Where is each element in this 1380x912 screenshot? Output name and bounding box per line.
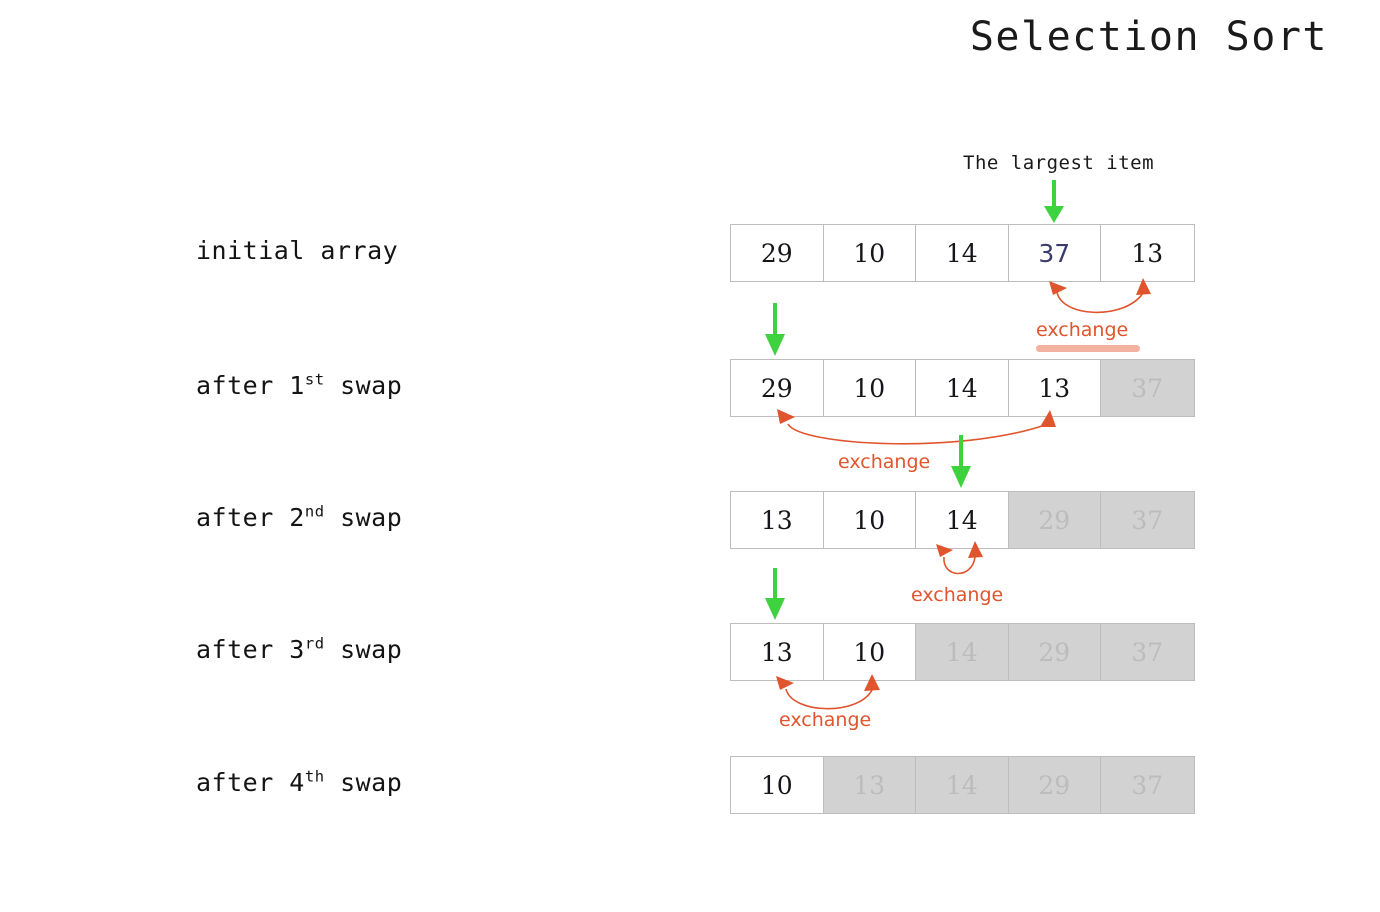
array-cell: 14 xyxy=(916,360,1009,416)
array-cell: 14 xyxy=(916,492,1009,548)
row-label-after-1st-swap: after 1st swap xyxy=(196,371,402,400)
array-cell-sorted: 37 xyxy=(1101,624,1194,680)
row-label-after-3rd-swap: after 3rd swap xyxy=(196,635,402,664)
page-title: Selection Sort xyxy=(969,14,1328,60)
row-label-after-4th-swap: after 4th swap xyxy=(196,768,402,797)
largest-item-callout-label: The largest item xyxy=(963,152,1155,174)
exchange-label-3: exchange xyxy=(911,584,1004,606)
array-cell-sorted: 29 xyxy=(1008,492,1101,548)
array-cell-sorted: 37 xyxy=(1101,360,1194,416)
array-cell-sorted: 37 xyxy=(1101,492,1194,548)
row-label-text: after 4 xyxy=(196,768,305,797)
array-cell-sorted: 14 xyxy=(916,757,1009,813)
array-cell: 13 xyxy=(1008,360,1101,416)
array-cell: 10 xyxy=(823,360,916,416)
array-row-initial: 29 10 14 37 13 xyxy=(730,224,1195,282)
selection-arrow-row3-icon xyxy=(951,435,971,488)
exchange-label-2: exchange xyxy=(838,451,931,473)
selection-arrow-row2-icon xyxy=(765,303,785,356)
array-cell: 10 xyxy=(823,225,916,281)
array-cell-sorted: 14 xyxy=(916,624,1009,680)
array-cell-sorted: 29 xyxy=(1008,757,1101,813)
row-label-ordinal: rd xyxy=(304,634,325,653)
exchange-label-4: exchange xyxy=(779,709,872,731)
row-label-suffix: swap xyxy=(324,768,403,797)
row-label-text: after 1 xyxy=(196,371,305,400)
array-cell: 10 xyxy=(823,492,916,548)
array-row-after-2nd-swap: 13 10 14 29 37 xyxy=(730,491,1195,549)
array-row-after-1st-swap: 29 10 14 13 37 xyxy=(730,359,1195,417)
largest-item-arrow-icon xyxy=(1044,180,1064,223)
array-cell: 29 xyxy=(731,360,824,416)
array-cell-sorted: 29 xyxy=(1008,624,1101,680)
selection-arrow-row4-icon xyxy=(765,568,785,620)
array-cell: 10 xyxy=(823,624,916,680)
array-cell: 13 xyxy=(1101,225,1194,281)
array-cell-sorted: 37 xyxy=(1101,757,1194,813)
row-label-text: after 3 xyxy=(196,635,305,664)
exchange-label-1: exchange xyxy=(1036,319,1129,341)
array-cell: 13 xyxy=(731,492,824,548)
array-cell: 29 xyxy=(731,225,824,281)
row-label-text: initial array xyxy=(196,236,399,265)
array-row-after-4th-swap: 10 13 14 29 37 xyxy=(730,756,1195,814)
exchange-arrow-1-icon xyxy=(1049,278,1151,314)
array-cell-sorted: 13 xyxy=(823,757,916,813)
row-label-suffix: swap xyxy=(324,371,403,400)
row-label-ordinal: th xyxy=(304,767,325,786)
array-cell: 14 xyxy=(916,225,1009,281)
row-label-after-2nd-swap: after 2nd swap xyxy=(196,503,402,532)
row-label-suffix: swap xyxy=(324,635,403,664)
array-cell: 10 xyxy=(731,757,824,813)
row-label-initial-array: initial array xyxy=(196,236,398,265)
row-label-ordinal: nd xyxy=(304,502,325,521)
exchange-underline-squiggle xyxy=(1036,345,1140,352)
array-row-after-3rd-swap: 13 10 14 29 37 xyxy=(730,623,1195,681)
row-label-ordinal: st xyxy=(304,370,325,389)
row-label-suffix: swap xyxy=(324,503,403,532)
row-label-text: after 2 xyxy=(196,503,305,532)
array-cell-largest: 37 xyxy=(1008,225,1101,281)
array-cell: 13 xyxy=(731,624,824,680)
